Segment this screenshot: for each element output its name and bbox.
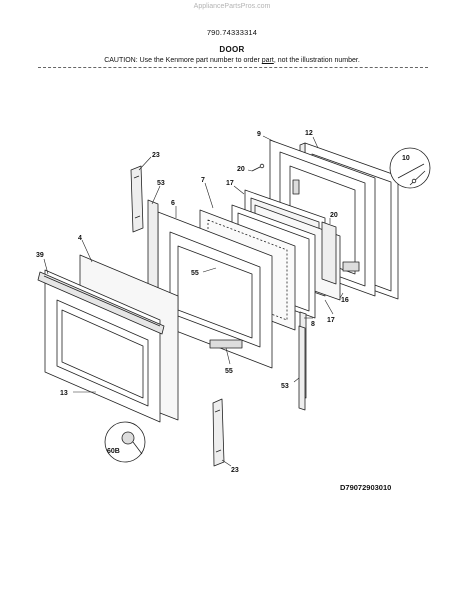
- leader-7: [204, 182, 214, 209]
- part-outer-door-panel[interactable]: [44, 269, 161, 423]
- leader-55-upper: [202, 267, 217, 273]
- callout-17-upper: 17: [226, 180, 234, 187]
- leader-9: [262, 135, 276, 143]
- diagram-code: D79072903010: [340, 483, 392, 492]
- leader-53-upper: [151, 185, 161, 205]
- part-door-handle[interactable]: [37, 271, 165, 335]
- caution-text-start: CAUTION: Use the Kenmore part number to …: [104, 57, 262, 64]
- caution-note: CAUTION: Use the Kenmore part number to …: [0, 57, 464, 64]
- callout-23-upper: 23: [152, 152, 160, 159]
- callout-39: 39: [36, 252, 44, 259]
- part-glass-retainer[interactable]: [321, 221, 337, 285]
- part-side-trim-lower[interactable]: [298, 325, 306, 411]
- leader-23-upper: [138, 156, 152, 171]
- callout-60b: 60B: [107, 448, 120, 455]
- model-number: 790.74333314: [206, 28, 258, 37]
- leader-17-upper: [233, 185, 245, 195]
- callout-12: 12: [305, 130, 313, 137]
- callout-53-upper: 53: [157, 180, 165, 187]
- section-title: DOOR: [219, 45, 245, 54]
- callout-55-lower: 55: [225, 368, 233, 375]
- callout-6: 6: [171, 200, 175, 207]
- part-screw-upper[interactable]: [251, 163, 265, 172]
- leader-39: [43, 258, 49, 275]
- header-divider: [38, 67, 428, 68]
- part-screw-detail[interactable]: [389, 147, 431, 189]
- callout-20-upper: 20: [237, 166, 245, 173]
- callout-7: 7: [201, 177, 205, 184]
- callout-23-lower: 23: [231, 467, 239, 474]
- callout-10: 10: [402, 155, 410, 162]
- callout-20-right: 20: [330, 212, 338, 219]
- callout-55-upper: 55: [191, 270, 199, 277]
- part-screw-60b-detail[interactable]: [104, 421, 146, 463]
- callout-8: 8: [311, 321, 315, 328]
- callout-4: 4: [78, 235, 82, 242]
- callout-16: 16: [341, 297, 349, 304]
- caution-link-part[interactable]: part: [261, 57, 274, 64]
- caution-text-end: , not the illustration number.: [273, 57, 360, 64]
- leader-20-upper: [247, 169, 253, 172]
- callout-9: 9: [257, 131, 261, 138]
- leader-4: [81, 239, 93, 263]
- callout-13: 13: [60, 390, 68, 397]
- leader-53-lower: [293, 377, 300, 383]
- part-door-hinge-lower[interactable]: [212, 398, 225, 467]
- leader-12: [312, 136, 319, 149]
- leader-16: [339, 292, 344, 299]
- callout-17-lower: 17: [327, 317, 335, 324]
- watermark: AppliancePartsPros.com: [193, 3, 271, 10]
- leader-17-lower: [324, 299, 334, 315]
- leader-23-lower: [221, 459, 232, 467]
- part-door-hinge-upper[interactable]: [130, 165, 144, 233]
- callout-53-lower: 53: [281, 383, 289, 390]
- leader-55-lower: [225, 347, 231, 365]
